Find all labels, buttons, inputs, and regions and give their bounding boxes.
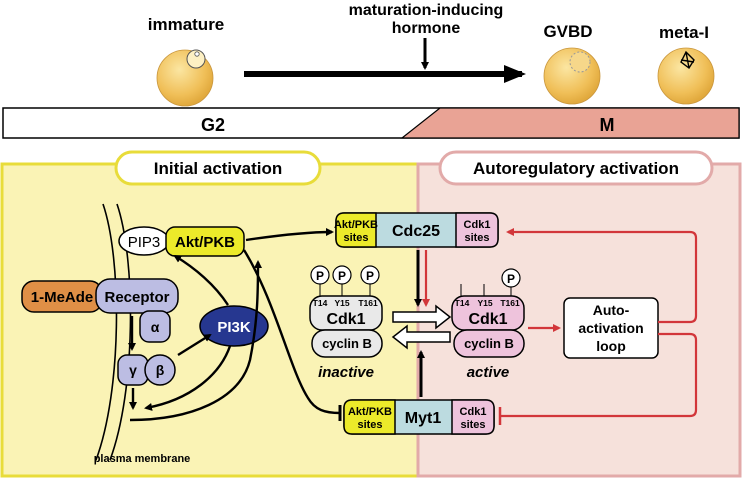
gvbd-oocyte-icon — [543, 47, 601, 105]
initial-activation-title-box: Initial activation — [114, 150, 322, 186]
equilibrium-arrows — [391, 304, 452, 350]
pip3-node: PIP3 — [118, 226, 170, 256]
membrane-arrows — [128, 228, 342, 422]
initial-activation-title: Initial activation — [154, 159, 282, 178]
myt1-cdk1-sites-label-2: sites — [460, 419, 485, 431]
hormone-label-line2: hormone — [392, 20, 461, 37]
y15-label: Y15 — [334, 298, 349, 308]
cdk1-active-label: Cdk1 — [468, 311, 507, 328]
cdc25-node: Akt/PKB sites Cdc25 Cdk1 sites — [334, 212, 499, 248]
myt1-akt-sites-label: Akt/PKB — [348, 406, 392, 418]
phospho-t14-icon: P — [316, 269, 324, 283]
regulation-arrows — [414, 250, 430, 397]
immature-oocyte-icon — [156, 49, 214, 107]
timeline: immature maturation-inducing hormone GVB… — [148, 2, 715, 107]
t14-label: T14 — [313, 298, 328, 308]
t161-label: T161 — [358, 298, 378, 308]
akt-pkb-node: Akt/PKB — [165, 226, 245, 257]
y15-active-label: Y15 — [477, 298, 492, 308]
autoregulatory-title: Autoregulatory activation — [473, 159, 679, 178]
phospho-t161-icon: P — [366, 269, 374, 283]
phospho-t161-active-icon: P — [507, 272, 515, 286]
phospho-y15-icon: P — [338, 269, 346, 283]
plasma-membrane-label: plasma membrane — [94, 453, 191, 465]
g-alpha-label: α — [151, 319, 160, 335]
autoregulatory-title-box: Autoregulatory activation — [438, 150, 714, 186]
g-beta-label: β — [156, 362, 165, 378]
auto-activation-loop-node: Auto- activation loop — [563, 297, 659, 359]
ligand-node: 1-MeAde — [21, 280, 103, 313]
cdc25-akt-sites-label-2: sites — [343, 232, 368, 244]
myt1-akt-sites-label-2: sites — [357, 419, 382, 431]
loop-label-1: Auto- — [593, 302, 630, 318]
gvbd-label: GVBD — [543, 22, 592, 41]
plasma-membrane-lines — [95, 203, 132, 461]
m-label: M — [600, 115, 615, 135]
myt1-cdk1-sites-label: Cdk1 — [460, 406, 487, 418]
cdc25-label: Cdc25 — [392, 223, 440, 240]
loop-label-2: activation — [578, 320, 643, 336]
g-beta-node: β — [144, 354, 176, 386]
t161-active-label: T161 — [500, 298, 520, 308]
immature-label: immature — [148, 15, 225, 34]
receptor-label: Receptor — [104, 289, 169, 306]
ligand-label: 1-MeAde — [31, 289, 94, 306]
inactive-label: inactive — [318, 364, 374, 381]
myt1-label: Myt1 — [405, 410, 442, 427]
active-label: active — [467, 364, 510, 381]
cdc25-cdk1-sites-label-2: sites — [464, 232, 489, 244]
myt1-node: Akt/PKB sites Myt1 Cdk1 sites — [343, 399, 495, 435]
hormone-label-line1: maturation-inducing — [349, 2, 504, 19]
cyclin-b-inactive-label: cyclin B — [322, 336, 372, 351]
pi3k-label: PI3K — [217, 319, 251, 336]
pi3k-node: PI3K — [199, 305, 269, 347]
pip3-label: PIP3 — [128, 234, 161, 251]
t14-active-label: T14 — [455, 298, 470, 308]
loop-label-3: loop — [596, 338, 626, 354]
g-gamma-label: γ — [129, 362, 137, 378]
g-alpha-node: α — [139, 310, 171, 343]
phase-bar: G2 M — [2, 107, 740, 139]
cyclin-b-active-label: cyclin B — [464, 336, 514, 351]
cdc25-cdk1-sites-label: Cdk1 — [464, 219, 491, 231]
receptor-node: Receptor — [95, 278, 179, 314]
cdk1-inactive-label: Cdk1 — [326, 311, 365, 328]
m-phase-band — [400, 107, 740, 139]
feedback-arrows — [498, 228, 698, 425]
cdk1-inactive-complex: P P P T14 Y15 T161 Cdk1 cyclin B inactiv… — [309, 265, 383, 381]
cdk1-active-complex: P T14 Y15 T161 Cdk1 cyclin B active — [451, 268, 525, 381]
meta-oocyte-icon — [657, 47, 715, 105]
meta-label: meta-I — [659, 23, 709, 42]
cdc25-akt-sites-label: Akt/PKB — [334, 219, 378, 231]
g2-label: G2 — [201, 115, 225, 135]
g-gamma-node: γ — [117, 354, 149, 386]
akt-pkb-label: Akt/PKB — [175, 234, 235, 251]
